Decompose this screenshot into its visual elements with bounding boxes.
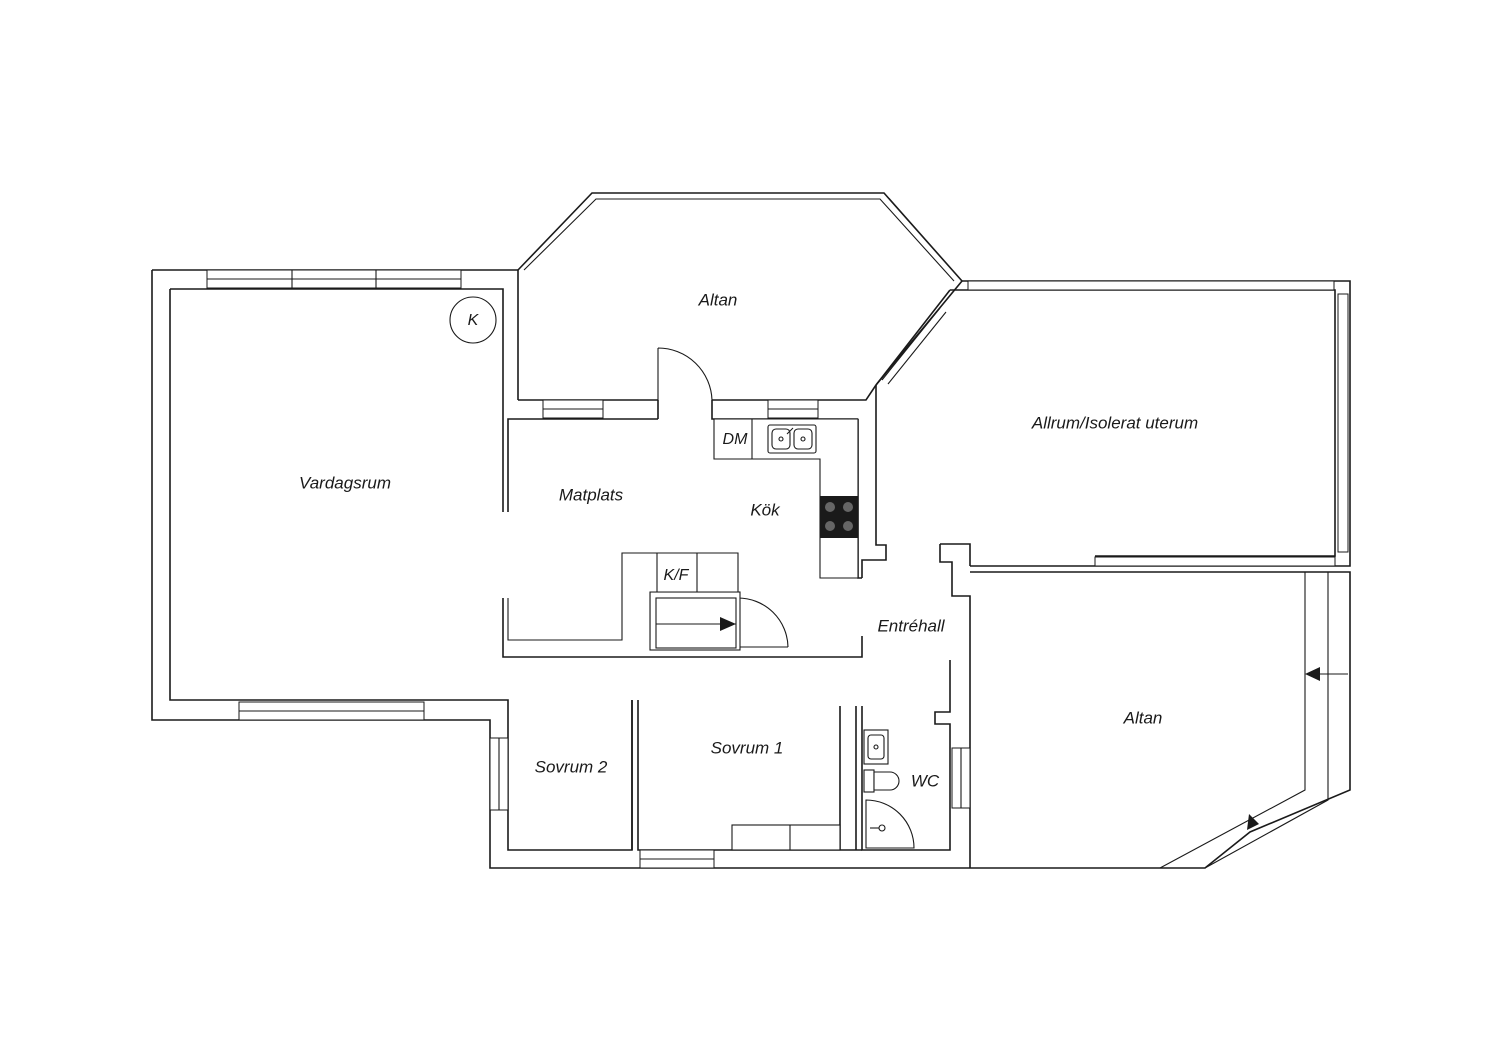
terrace-right-outline	[970, 571, 1351, 869]
toilet-icon	[863, 769, 900, 793]
bathroom-fixtures	[731, 729, 915, 851]
door-entry-swing	[737, 597, 789, 648]
label-dishwasher: DM	[723, 431, 749, 448]
shower-icon	[865, 799, 915, 849]
walls	[151, 192, 1351, 869]
label-sovrum1: Sovrum 1	[711, 738, 784, 757]
hall-left-wall	[939, 543, 971, 868]
door-terrace-top	[657, 347, 713, 401]
bathroom-divider	[839, 706, 857, 850]
window-sunroom-top	[967, 280, 1335, 291]
kitchen-fixtures	[507, 418, 859, 641]
kitchen-right-wall	[857, 385, 887, 579]
label-altan-top: Altan	[698, 290, 738, 309]
kitchen-sink-icon	[767, 424, 817, 454]
label-wc: WC	[911, 771, 940, 790]
doors	[649, 347, 789, 651]
terrace-right-rail	[1159, 572, 1329, 869]
label-matplats: Matplats	[559, 485, 624, 504]
windows	[206, 269, 1349, 869]
label-kamin: K	[468, 312, 480, 329]
fireplace-icon	[449, 296, 497, 344]
label-kok: Kök	[750, 500, 781, 519]
label-sovrum2: Sovrum 2	[535, 757, 608, 776]
label-altan-right: Altan	[1123, 708, 1163, 727]
dining-wall	[507, 400, 659, 512]
window-terrace-diagonal	[881, 307, 941, 381]
terrace-entry-arrow-icon	[1305, 667, 1348, 681]
label-vardagsrum: Vardagsrum	[299, 473, 391, 492]
entry-arrow-icon	[660, 617, 736, 631]
living-room-inner-wall	[169, 288, 863, 851]
kitchen-counter	[713, 418, 859, 579]
label-allrum: Allrum/Isolerat uterum	[1031, 413, 1198, 432]
wash-basin-icon	[863, 729, 889, 765]
label-entrehall: Entréhall	[877, 616, 945, 635]
stove-icon	[820, 496, 858, 538]
terrace-top-inner	[523, 198, 955, 282]
window-sunroom-bottom	[1094, 556, 1336, 567]
terrace-top-outline	[517, 192, 964, 386]
fridge-freezer-block	[507, 552, 739, 641]
hall-bath-wall	[861, 660, 951, 851]
terrace-diagonal-arrow-icon	[1247, 814, 1259, 830]
bedroom-wardrobe	[731, 824, 841, 851]
room-labels: Vardagsrum Altan Matplats Kök Allrum/Iso…	[299, 290, 1198, 790]
label-fridge-freezer: K/F	[664, 567, 690, 584]
window-sunroom-right	[1337, 293, 1349, 553]
